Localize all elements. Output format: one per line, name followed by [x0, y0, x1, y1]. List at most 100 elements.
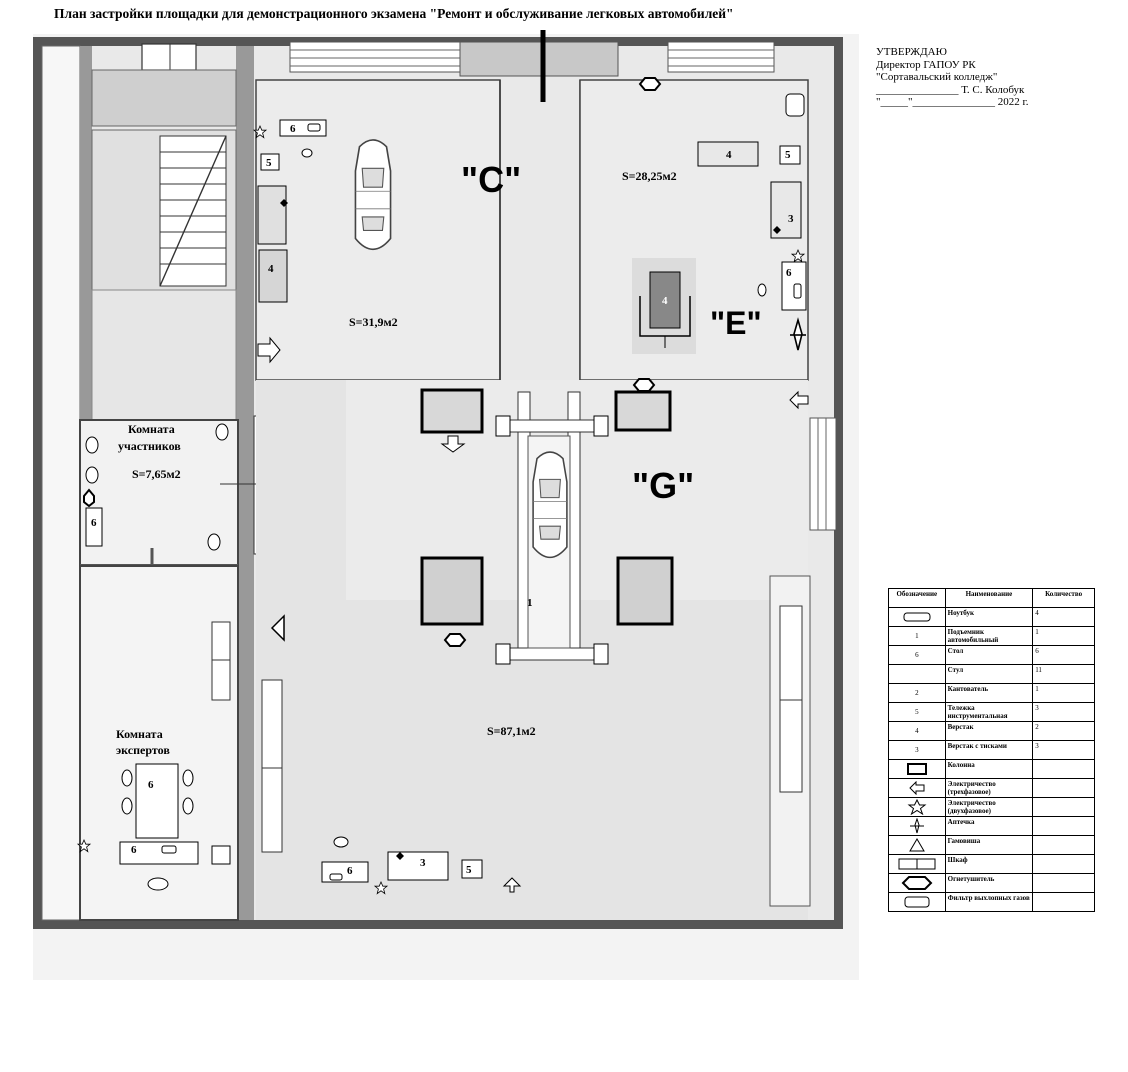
workbench-vise: [257, 185, 287, 245]
item-number: 4: [726, 149, 732, 161]
legend-row: 6 Стол 6: [888, 645, 1095, 665]
legend-name: Электричество (двухфазовое): [944, 797, 1034, 817]
extinguisher-icon: [444, 633, 466, 647]
legend-row: 3 Верстак с тисками 3: [888, 740, 1095, 760]
exhaust-filter-symbol: [904, 896, 930, 908]
column: [420, 388, 484, 434]
legend-row: Электричество (двухфазовое): [888, 797, 1095, 817]
first-aid-icon: [909, 818, 924, 834]
power3-icon: [789, 390, 809, 410]
item-number: 1: [527, 597, 533, 609]
floor-plan: "C" S=31,9м2 S=28,25м2 "E" "G" S=87,1м2 …: [33, 30, 859, 980]
item-number: 3: [420, 857, 426, 869]
approval-block: УТВЕРЖДАЮ Директор ГАПОУ РК "Сортавальск…: [876, 46, 1029, 109]
fire-blanket-icon: [270, 614, 285, 642]
legend-symbol: [888, 664, 946, 684]
column-symbol: [906, 763, 927, 775]
item-number: 6: [91, 517, 97, 529]
rack: [649, 271, 681, 329]
cabinet: [261, 679, 283, 853]
experts-furniture: [77, 763, 231, 891]
bench: [697, 141, 759, 167]
item-number: 4: [268, 263, 274, 275]
legend-name: Тележка инструментальная: [944, 702, 1034, 722]
exhaust-filter: [785, 93, 805, 117]
legend-qty: [1032, 759, 1095, 779]
experts-room-name: Комната: [116, 727, 163, 741]
participants-furniture: [83, 423, 229, 551]
column: [614, 390, 672, 432]
legend-name: Стул: [944, 664, 1034, 684]
trolley: [260, 153, 280, 171]
zone-c-label: "C": [461, 159, 521, 200]
zone-c: [253, 79, 501, 381]
extinguisher-icon: [633, 378, 655, 392]
power3-icon: [502, 877, 522, 893]
zone-c-area: S=31,9м2: [349, 315, 398, 329]
legend-name: Верстак: [944, 721, 1034, 741]
legend-qty: 1: [1032, 626, 1095, 646]
item-number: 6: [347, 865, 353, 877]
item-number: 5: [785, 149, 791, 161]
trolley: [461, 859, 483, 879]
legend-name: Кантователь: [944, 683, 1034, 703]
legend-qty: [1032, 854, 1095, 874]
legend-row: 4 Верстак 2: [888, 721, 1095, 741]
page-title: План застройки площадки для демонстрацио…: [54, 6, 734, 21]
column: [420, 556, 484, 626]
legend-name: Шкаф: [944, 854, 1034, 874]
zone-g-label: "G": [632, 465, 694, 506]
legend-qty: 11: [1032, 664, 1095, 684]
zone-e-area: S=28,25м2: [622, 169, 677, 183]
legend-qty: 3: [1032, 702, 1095, 722]
legend-qty: 2: [1032, 721, 1095, 741]
legend-symbol: 5: [888, 702, 946, 722]
legend-name: Электричество (трехфазовое): [944, 778, 1034, 798]
column: [616, 556, 674, 626]
item-number: 6: [786, 267, 792, 279]
staircase: [159, 135, 227, 287]
legend-row: Фильтр выхлопных газов: [888, 892, 1095, 912]
zone-e: [579, 79, 809, 381]
zone-e-label: "E": [710, 305, 762, 341]
extinguisher-icon: [901, 876, 933, 890]
legend-header: Обозначение Наименование Количество: [888, 588, 1095, 608]
legend-name: Гамовиша: [944, 835, 1034, 855]
trolley: [779, 145, 801, 165]
legend-table: Обозначение Наименование Количество Ноут…: [888, 588, 1095, 912]
legend-qty: [1032, 816, 1095, 836]
item-number: 5: [466, 864, 472, 876]
approval-line: Директор ГАПОУ РК: [876, 58, 976, 71]
participants-room-name: Комната: [128, 422, 175, 436]
legend-name: Подъемник автомобильный: [944, 626, 1034, 646]
legend-name: Фильтр выхлопных газов: [944, 892, 1034, 912]
cabinet-symbol: [898, 858, 936, 870]
legend-symbol: 3: [888, 740, 946, 760]
legend-row: Огнетушитель: [888, 873, 1095, 893]
item-number: 6: [148, 779, 154, 791]
legend-row: Шкаф: [888, 854, 1095, 874]
cabinet: [779, 605, 803, 793]
legend-qty: [1032, 778, 1095, 798]
legend-row: Стул 11: [888, 664, 1095, 684]
legend-header-cell: Наименование: [944, 588, 1034, 608]
legend-name: Стол: [944, 645, 1034, 665]
approval-line: "Сортавальский колледж": [876, 71, 998, 83]
legend-name: Колонна: [944, 759, 1034, 779]
item-number: 4: [662, 295, 668, 307]
legend-qty: 4: [1032, 607, 1095, 627]
legend-qty: 1: [1032, 683, 1095, 703]
legend-row: Гамовиша: [888, 835, 1095, 855]
legend-row: Электричество (трехфазовое): [888, 778, 1095, 798]
legend-header-cell: Количество: [1032, 588, 1095, 608]
experts-room-name: экспертов: [116, 743, 170, 757]
fire-blanket-icon: [908, 838, 925, 852]
legend-name: Аптечка: [944, 816, 1034, 836]
extinguisher-icon: [639, 77, 661, 91]
zone-g-area: S=87,1м2: [487, 724, 536, 738]
item-number: 6: [290, 123, 296, 135]
legend-name: Верстак с тисками: [944, 740, 1034, 760]
approval-line: УТВЕРЖДАЮ: [876, 46, 947, 58]
legend-row: Ноутбук 4: [888, 607, 1095, 627]
power2-icon: [907, 799, 927, 815]
